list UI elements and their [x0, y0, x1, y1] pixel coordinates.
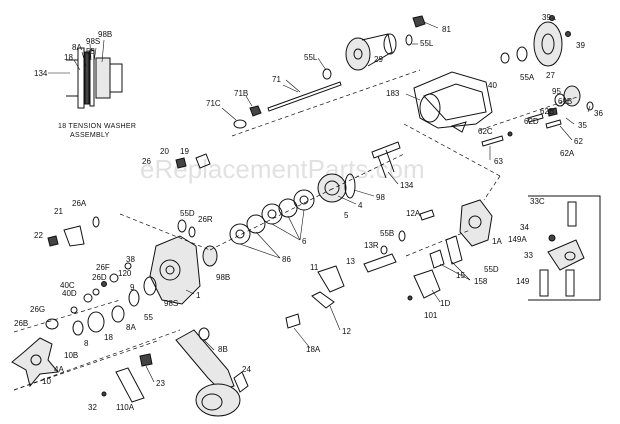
label-4a: 4A: [54, 365, 64, 374]
label-36: 36: [594, 109, 603, 118]
label-55b: 55B: [380, 229, 394, 238]
label-95: 95: [552, 87, 561, 96]
label-98b: 98B: [98, 30, 112, 39]
label-149a: 149A: [508, 235, 527, 244]
label-5: 5: [344, 211, 349, 220]
label-62a: 62A: [560, 149, 575, 158]
label-20: 20: [160, 147, 169, 156]
inset-caption-line2: ASSEMBLY: [70, 132, 110, 139]
label-149: 149: [516, 277, 530, 286]
label-leaders: [145, 17, 591, 383]
label-32: 32: [88, 403, 97, 412]
label-62b: 62B: [540, 107, 554, 116]
label-27: 27: [546, 71, 555, 80]
label-9: 9: [130, 283, 135, 292]
label-21: 21: [54, 207, 63, 216]
label-26g: 26G: [30, 305, 45, 314]
label-10b: 10B: [64, 351, 78, 360]
label-26a: 26A: [72, 199, 87, 208]
label-62: 62: [574, 137, 583, 146]
label-1: 1: [196, 291, 201, 300]
label-22: 22: [34, 231, 43, 240]
label-26b: 26B: [14, 319, 28, 328]
label-4: 4: [358, 201, 363, 210]
label-158: 158: [474, 277, 488, 286]
handle-group: [13, 327, 249, 417]
label-24: 24: [242, 365, 251, 374]
label-26: 26: [142, 157, 151, 166]
label-55l-2: 55L: [420, 39, 434, 48]
label-8: 8: [84, 339, 89, 348]
top-spool-group: [231, 15, 594, 201]
label-13r: 13R: [364, 241, 379, 250]
label-71c: 71C: [206, 99, 221, 108]
label-18a: 18A: [306, 345, 321, 354]
label-81: 81: [442, 25, 451, 34]
label-55a: 55A: [520, 73, 535, 82]
label-35: 35: [578, 121, 587, 130]
label-98s: 98S: [86, 37, 100, 46]
label-62c: 62C: [478, 127, 493, 136]
label-18: 18: [64, 53, 73, 62]
label-12a: 12A: [406, 209, 421, 218]
label-38: 38: [126, 255, 135, 264]
inset-caption-line1: 18 TENSION WASHER: [58, 123, 136, 130]
label-34: 34: [520, 223, 529, 232]
label-120: 120: [118, 269, 132, 278]
label-55d-b: 55D: [484, 265, 499, 274]
label-55: 55: [86, 47, 95, 56]
label-15: 15: [456, 271, 465, 280]
label-26f: 26F: [96, 263, 110, 272]
label-26d: 26D: [92, 273, 107, 282]
label-6: 6: [302, 237, 307, 246]
label-69b: 69B: [558, 97, 572, 106]
label-98: 98: [376, 193, 385, 202]
label-101: 101: [424, 311, 438, 320]
label-8a: 8A: [72, 43, 82, 52]
part-labels: 134 18 8A 98S 55 98B 71 71B 71C 55L 29 5…: [14, 13, 603, 412]
label-98s-main: 98S: [164, 299, 178, 308]
label-98b-main: 98B: [216, 273, 230, 282]
label-71: 71: [272, 75, 281, 84]
label-23: 23: [156, 379, 165, 388]
label-110a: 110A: [116, 403, 135, 412]
label-10: 10: [42, 377, 51, 386]
label-40c: 40C: [60, 281, 75, 290]
label-13: 13: [346, 257, 355, 266]
label-63: 63: [494, 157, 503, 166]
label-39-b: 39: [576, 41, 585, 50]
label-8b: 8B: [218, 345, 228, 354]
label-40d: 40D: [62, 289, 77, 298]
label-1d: 1D: [440, 299, 450, 308]
label-19: 19: [180, 147, 189, 156]
label-62d: 62D: [524, 117, 539, 126]
label-86: 86: [282, 255, 291, 264]
label-55d: 55D: [180, 209, 195, 218]
label-183: 183: [386, 89, 400, 98]
label-26r: 26R: [198, 215, 213, 224]
knob-assembly-group: [528, 195, 601, 301]
clutch-group: [285, 199, 493, 329]
watermark-text: eReplacementParts.com: [140, 154, 425, 184]
label-12: 12: [342, 327, 351, 336]
label-8a-main: 8A: [126, 323, 136, 332]
middle-gear-group: [11, 153, 405, 391]
label-33: 33: [524, 251, 533, 260]
label-29: 29: [374, 55, 383, 64]
label-134: 134: [34, 69, 48, 78]
label-55-main: 55: [144, 313, 153, 322]
label-33c: 33C: [530, 197, 545, 206]
label-40: 40: [488, 81, 497, 90]
label-1a: 1A: [492, 237, 502, 246]
label-18-main: 18: [104, 333, 113, 342]
label-55l: 55L: [304, 53, 318, 62]
label-39-a: 39: [542, 13, 551, 22]
label-71b: 71B: [234, 89, 248, 98]
label-134-b: 134: [400, 181, 414, 190]
inset-tension-washer-assembly: 18 TENSION WASHER ASSEMBLY: [48, 39, 136, 139]
label-11: 11: [310, 263, 319, 272]
